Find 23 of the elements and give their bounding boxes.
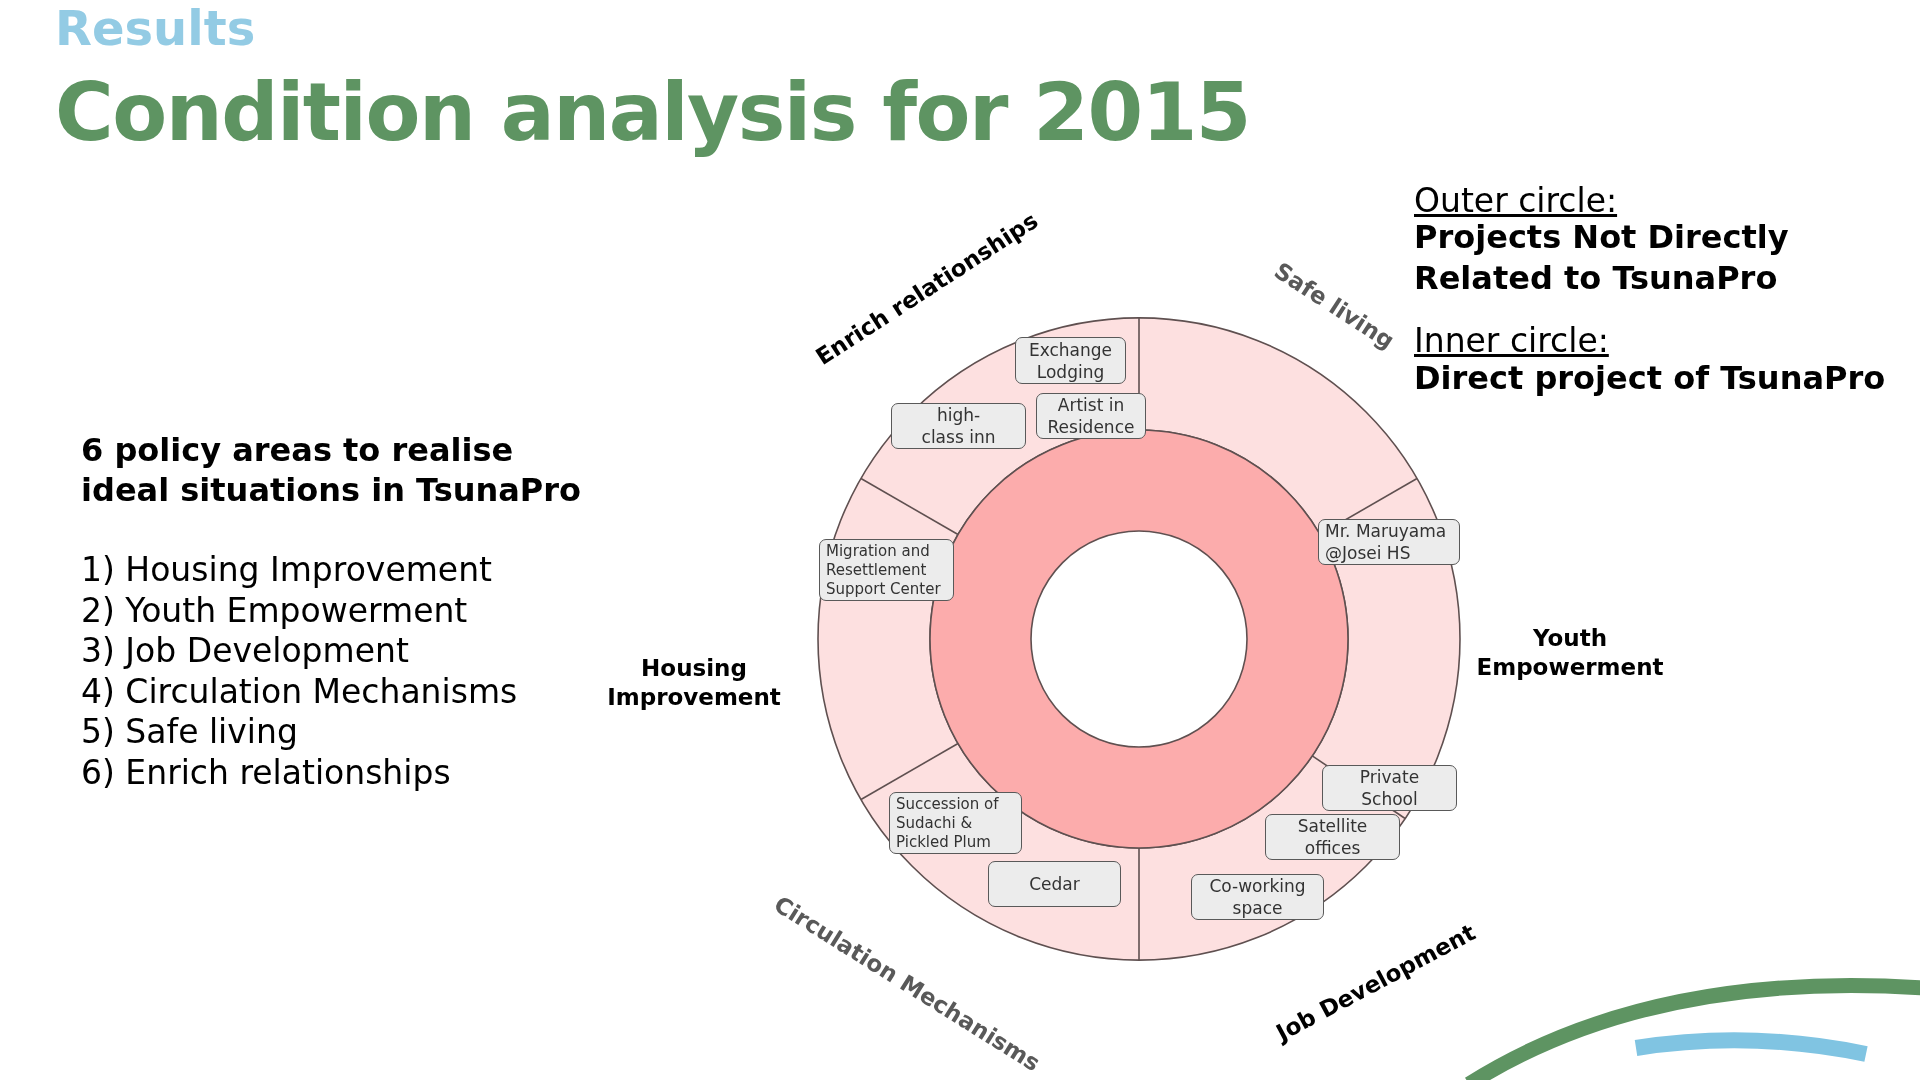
list-item: 6) Enrich relationships xyxy=(81,752,451,793)
project-box: Mr. Maruyama @Josei HS xyxy=(1318,519,1460,565)
project-box: Succession of Sudachi & Pickled Plum xyxy=(889,792,1022,854)
sector-label: Youth Empowerment xyxy=(1475,624,1665,682)
list-heading: 6 policy areas to realise ideal situations in TsunaPro xyxy=(81,430,583,510)
section-heading: Results xyxy=(55,4,256,52)
list-item: 3) Job Development xyxy=(81,631,409,672)
legend-term: Inner circle: xyxy=(1414,321,1609,361)
slide-title: Condition analysis for 2015 xyxy=(55,68,1250,158)
sector-label: Housing Improvement xyxy=(606,654,782,712)
project-box: Exchange Lodging xyxy=(1015,337,1126,384)
list-item: 4) Circulation Mechanisms xyxy=(81,671,518,712)
project-box: Cedar xyxy=(988,861,1121,907)
list-item: 2) Youth Empowerment xyxy=(81,590,468,631)
project-box: Co-working space xyxy=(1191,874,1324,920)
project-box: Satellite offices xyxy=(1265,814,1400,860)
list-item: 5) Safe living xyxy=(81,712,298,753)
project-box: Migration and Resettlement Support Center xyxy=(819,539,954,601)
legend-description: Direct project of TsunaPro xyxy=(1414,358,1886,399)
project-box: high-class inn xyxy=(891,403,1026,449)
project-box: Artist in Residence xyxy=(1036,393,1146,439)
list-item: 1) Housing Improvement xyxy=(81,550,492,591)
project-box: Private School xyxy=(1322,765,1457,811)
